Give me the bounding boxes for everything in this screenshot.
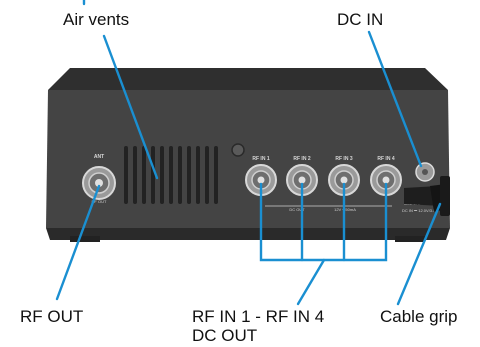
rf-in-2-connector — [286, 164, 318, 196]
rf-in-callout-line1: RF IN 1 - RF IN 4 — [192, 307, 324, 326]
leader-air-vents — [102, 34, 159, 180]
rf-in-2-label: RF IN 2 — [293, 156, 310, 162]
device-foot-right — [395, 236, 425, 242]
cable-grip — [404, 176, 450, 216]
leader-rf-out — [55, 184, 101, 301]
leader-cable-grip — [396, 202, 442, 306]
dc-in-rating-label: DC IN ⎓ 12.0V/3.5A — [402, 208, 438, 213]
leader-dc-in — [367, 30, 423, 168]
air-vents — [124, 146, 218, 204]
rf-out-connector — [82, 166, 116, 200]
rf-in-3-connector — [328, 164, 360, 196]
device-top-surface — [48, 68, 448, 90]
rf-in-callout-line2: DC OUT — [192, 326, 257, 345]
leader-rf-in — [296, 258, 326, 306]
rf-in-4-label: RF IN 4 — [377, 156, 394, 162]
air-vents-callout: Air vents — [63, 10, 129, 29]
dc-in-port — [415, 162, 435, 182]
device-foot-left — [70, 236, 100, 242]
receiver-device — [46, 68, 450, 242]
ant-label: ANT — [94, 154, 104, 160]
rf-in-3-label: RF IN 3 — [335, 156, 352, 162]
device-bottom-edge — [46, 228, 450, 240]
panel-rf-out-label: RF OUT — [92, 199, 107, 204]
screw-icon — [231, 143, 245, 157]
cable-grip-callout: Cable grip — [380, 307, 458, 326]
dc-out-label: DC OUT — [289, 207, 305, 212]
leader-lines — [55, 0, 442, 306]
rf-in-1-label: RF IN 1 — [252, 156, 269, 162]
rf-out-callout: RF OUT — [20, 307, 83, 326]
dc-in-callout: DC IN — [337, 10, 383, 29]
